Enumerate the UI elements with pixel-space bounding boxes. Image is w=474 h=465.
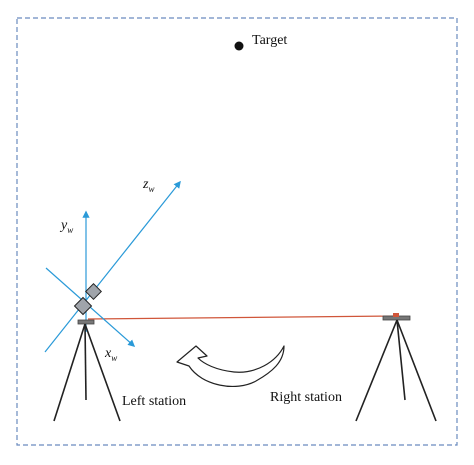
target-label: Target: [252, 33, 287, 48]
x-axis-label: xw: [104, 346, 117, 363]
curved-rotation-arrow-icon: [176, 345, 285, 387]
diagram-border: [16, 17, 458, 446]
left-station-label: Left station: [122, 394, 186, 409]
left-tripod: [53, 319, 121, 422]
left-camera-icon: [73, 283, 102, 316]
right-tripod: [355, 313, 437, 422]
baseline: [87, 315, 399, 320]
target-dot-icon: [234, 41, 244, 51]
z-axis-label: zw: [142, 177, 154, 194]
z-axis-arrow: [44, 180, 181, 353]
right-station-label: Right station: [270, 390, 342, 405]
y-axis-label: yw: [59, 218, 73, 235]
